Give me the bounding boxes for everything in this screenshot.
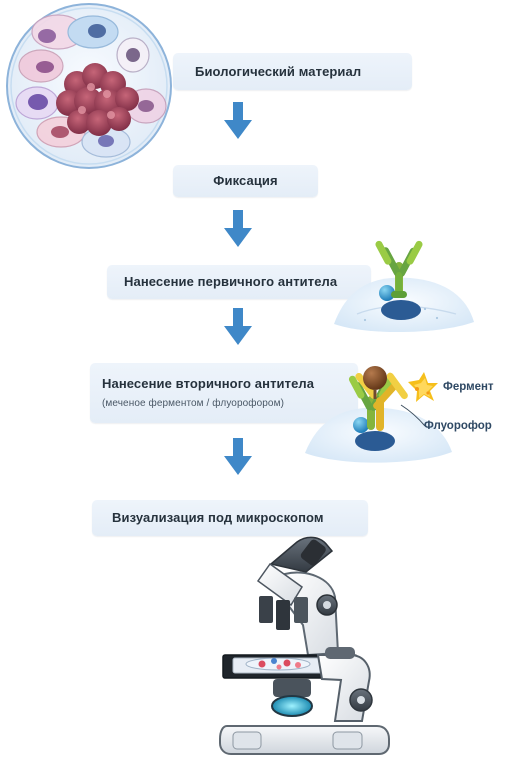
step-microscopy: Визуализация под микроскопом [92,500,368,536]
down-arrow-icon [224,438,252,475]
down-arrow-icon [224,308,252,345]
down-arrow-icon [224,210,252,247]
step-secondary-antibody-label: Нанесение вторичного антитела [102,376,315,391]
step-fixation: Фиксация [173,165,318,197]
microscope-icon [219,536,390,755]
step-microscopy-label: Визуализация под микроскопом [112,510,324,525]
secondary-antibody-icon: Фермент Флуорофор [305,366,494,463]
fluorophore-label: Флуорофор [424,420,492,432]
step-biological-material-label: Биологический материал [195,63,362,79]
step-biological-material: Биологический материал [173,53,412,90]
step-secondary-antibody-subtitle: (меченое ферментом / флуорофором) [102,398,285,409]
step-primary-antibody-label: Нанесение первичного антитела [124,274,338,289]
step-primary-antibody: Нанесение первичного антитела [107,265,371,299]
tissue-cells-icon [6,3,172,169]
down-arrow-icon [224,102,252,139]
step-fixation-label: Фиксация [213,173,278,188]
enzyme-label: Фермент [443,381,494,393]
step-secondary-antibody: Нанесение вторичного антитела (меченое ф… [90,363,358,423]
primary-antibody-icon [334,240,474,333]
